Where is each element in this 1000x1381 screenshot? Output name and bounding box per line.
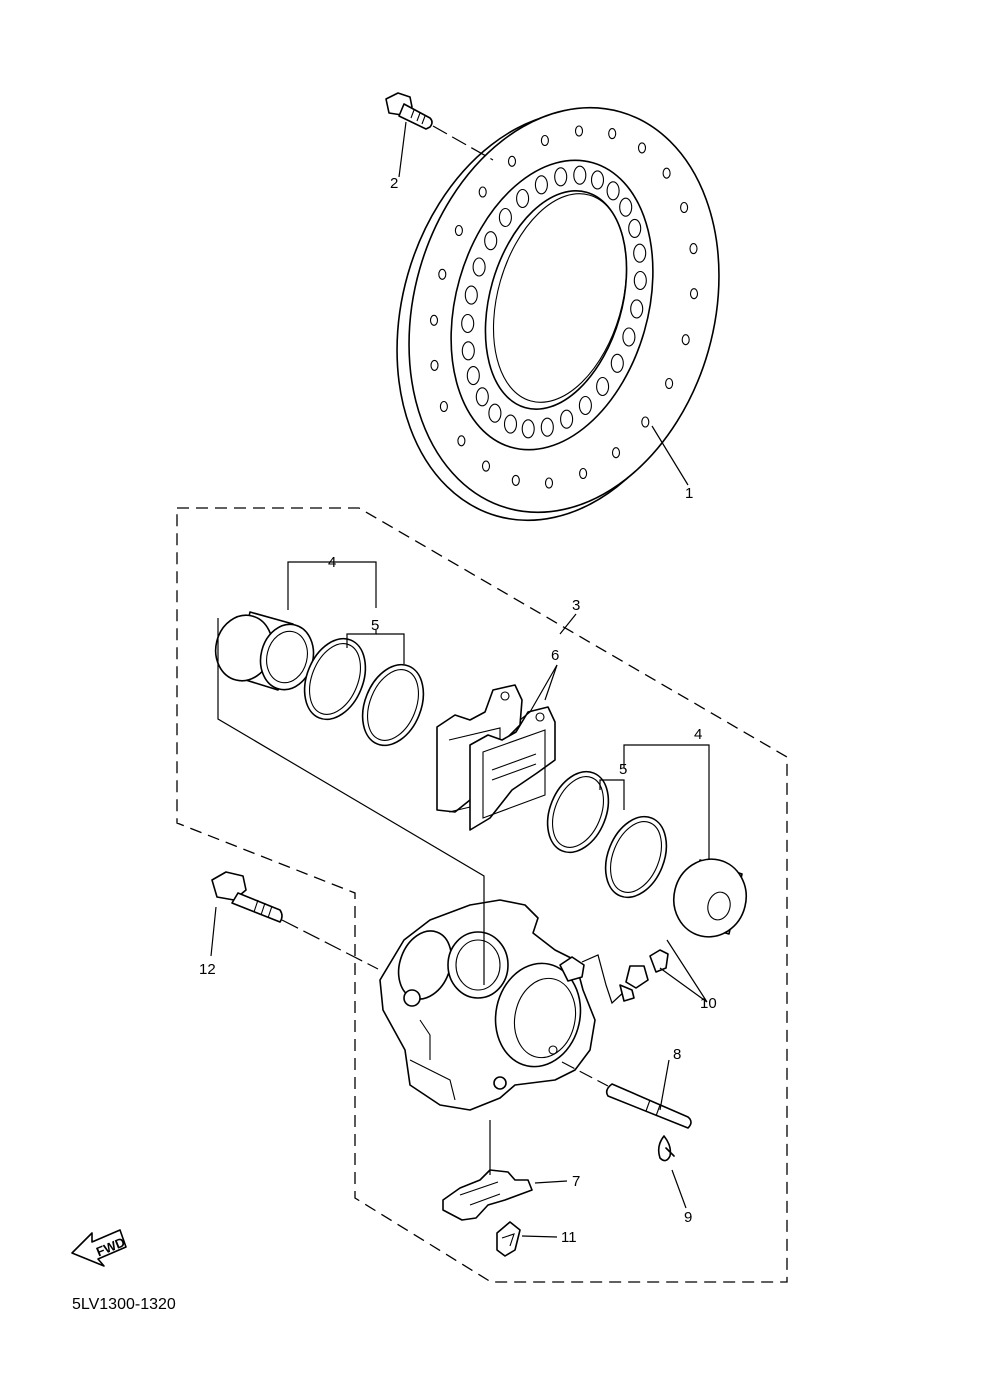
caliper-body	[379, 899, 627, 1111]
disc-vent-hole	[540, 417, 554, 437]
callout-clip: 9	[684, 1209, 692, 1226]
bleed-screw-set	[619, 949, 669, 1002]
disc-vent-hole	[521, 419, 535, 439]
forward-arrow-icon: FWD	[71, 1229, 127, 1267]
disc-vent-hole	[689, 288, 699, 300]
callout-pad-support: 11	[561, 1229, 577, 1246]
disc-vent-hole	[481, 460, 491, 472]
upper-piston	[214, 611, 315, 691]
disc-vent-hole	[606, 181, 620, 201]
disc-vent-hole	[619, 197, 633, 217]
caliper-assembly-boundary	[176, 507, 788, 1283]
leader-lines	[210, 121, 710, 1238]
brake-disc	[396, 106, 720, 522]
disc-vent-hole	[461, 341, 475, 361]
callout-pad-spring: 7	[572, 1173, 580, 1190]
disc-vent-hole	[608, 128, 617, 140]
disc-vent-hole	[544, 477, 554, 489]
callout-pad-pin: 8	[673, 1046, 681, 1063]
callout-caliper-bolt: 12	[199, 961, 216, 978]
callout-pad-kit: 6	[551, 647, 559, 664]
disc-vent-hole	[560, 409, 574, 429]
disc-vent-hole	[689, 243, 698, 255]
disc-vent-hole	[475, 387, 489, 407]
disc-vent-hole	[628, 218, 642, 238]
disc-vent-hole	[641, 416, 650, 428]
disc-vent-hole	[503, 414, 518, 434]
disc-bolt	[385, 92, 494, 161]
disc-vent-hole	[488, 403, 502, 423]
disc-vent-hole	[610, 353, 624, 373]
disc-vent-hole	[665, 377, 674, 390]
callout-piston-upper: 4	[328, 554, 336, 571]
pad-pin	[561, 1061, 692, 1129]
disc-vent-hole	[579, 467, 588, 480]
lower-seals	[546, 770, 668, 899]
disc-vent-hole	[461, 313, 475, 334]
disc-vent-hole	[578, 395, 592, 416]
disc-vent-hole	[430, 359, 439, 371]
disc-vent-hole	[554, 167, 568, 187]
disc-vent-hole	[662, 167, 671, 179]
disc-vent-hole	[511, 474, 520, 486]
disc-vent-hole	[439, 400, 448, 413]
pad-support	[496, 1221, 521, 1257]
disc-vent-hole	[498, 207, 512, 228]
disc-vent-hole	[633, 243, 647, 263]
disc-vent-hole	[484, 231, 498, 251]
disc-vent-hole	[596, 376, 610, 397]
disc-vent-hole	[534, 175, 548, 195]
disc-vent-hole	[516, 188, 530, 209]
disc-vent-hole	[507, 155, 517, 167]
disc-vent-hole	[637, 142, 647, 154]
disc-vent-hole	[429, 314, 439, 326]
clip	[657, 1135, 675, 1162]
callout-disc-bolt: 2	[390, 175, 398, 192]
disc-vent-hole	[574, 125, 584, 137]
disc-vent-hole	[622, 327, 636, 347]
disc-vent-hole	[540, 134, 549, 147]
disc-vent-hole	[464, 285, 478, 305]
disc-vent-hole	[454, 224, 463, 237]
disc-vent-hole	[630, 299, 644, 319]
brake-pads	[436, 684, 556, 831]
disc-vent-hole	[680, 201, 689, 214]
lower-piston	[673, 858, 747, 938]
callout-seal-upper: 5	[371, 617, 379, 634]
disc-vent-hole	[472, 257, 486, 277]
callout-bleed-screw: 10	[700, 995, 717, 1012]
caliper-bolt	[211, 871, 379, 970]
pad-spring	[442, 1169, 533, 1221]
drawing-code: 5LV1300-1320	[72, 1296, 176, 1313]
disc-vent-hole	[457, 435, 466, 447]
disc-vent-hole	[478, 186, 487, 198]
disc-vent-hole	[466, 366, 480, 386]
disc-vent-hole	[438, 268, 447, 280]
callout-piston-lower: 4	[694, 726, 702, 743]
disc-vent-hole	[590, 170, 605, 190]
callout-caliper-assembly: 3	[572, 597, 580, 614]
disc-vent-hole	[573, 165, 587, 185]
disc-vent-hole	[633, 270, 647, 291]
disc-vent-hole	[611, 447, 621, 459]
disc-vent-hole	[681, 334, 690, 346]
callout-disc: 1	[685, 485, 693, 502]
callout-labels: 2 1 3 4 5 6 4 5 10 8 9 7 11 12	[199, 175, 717, 1246]
callout-seal-lower: 5	[619, 761, 627, 778]
upper-seals	[303, 637, 425, 747]
